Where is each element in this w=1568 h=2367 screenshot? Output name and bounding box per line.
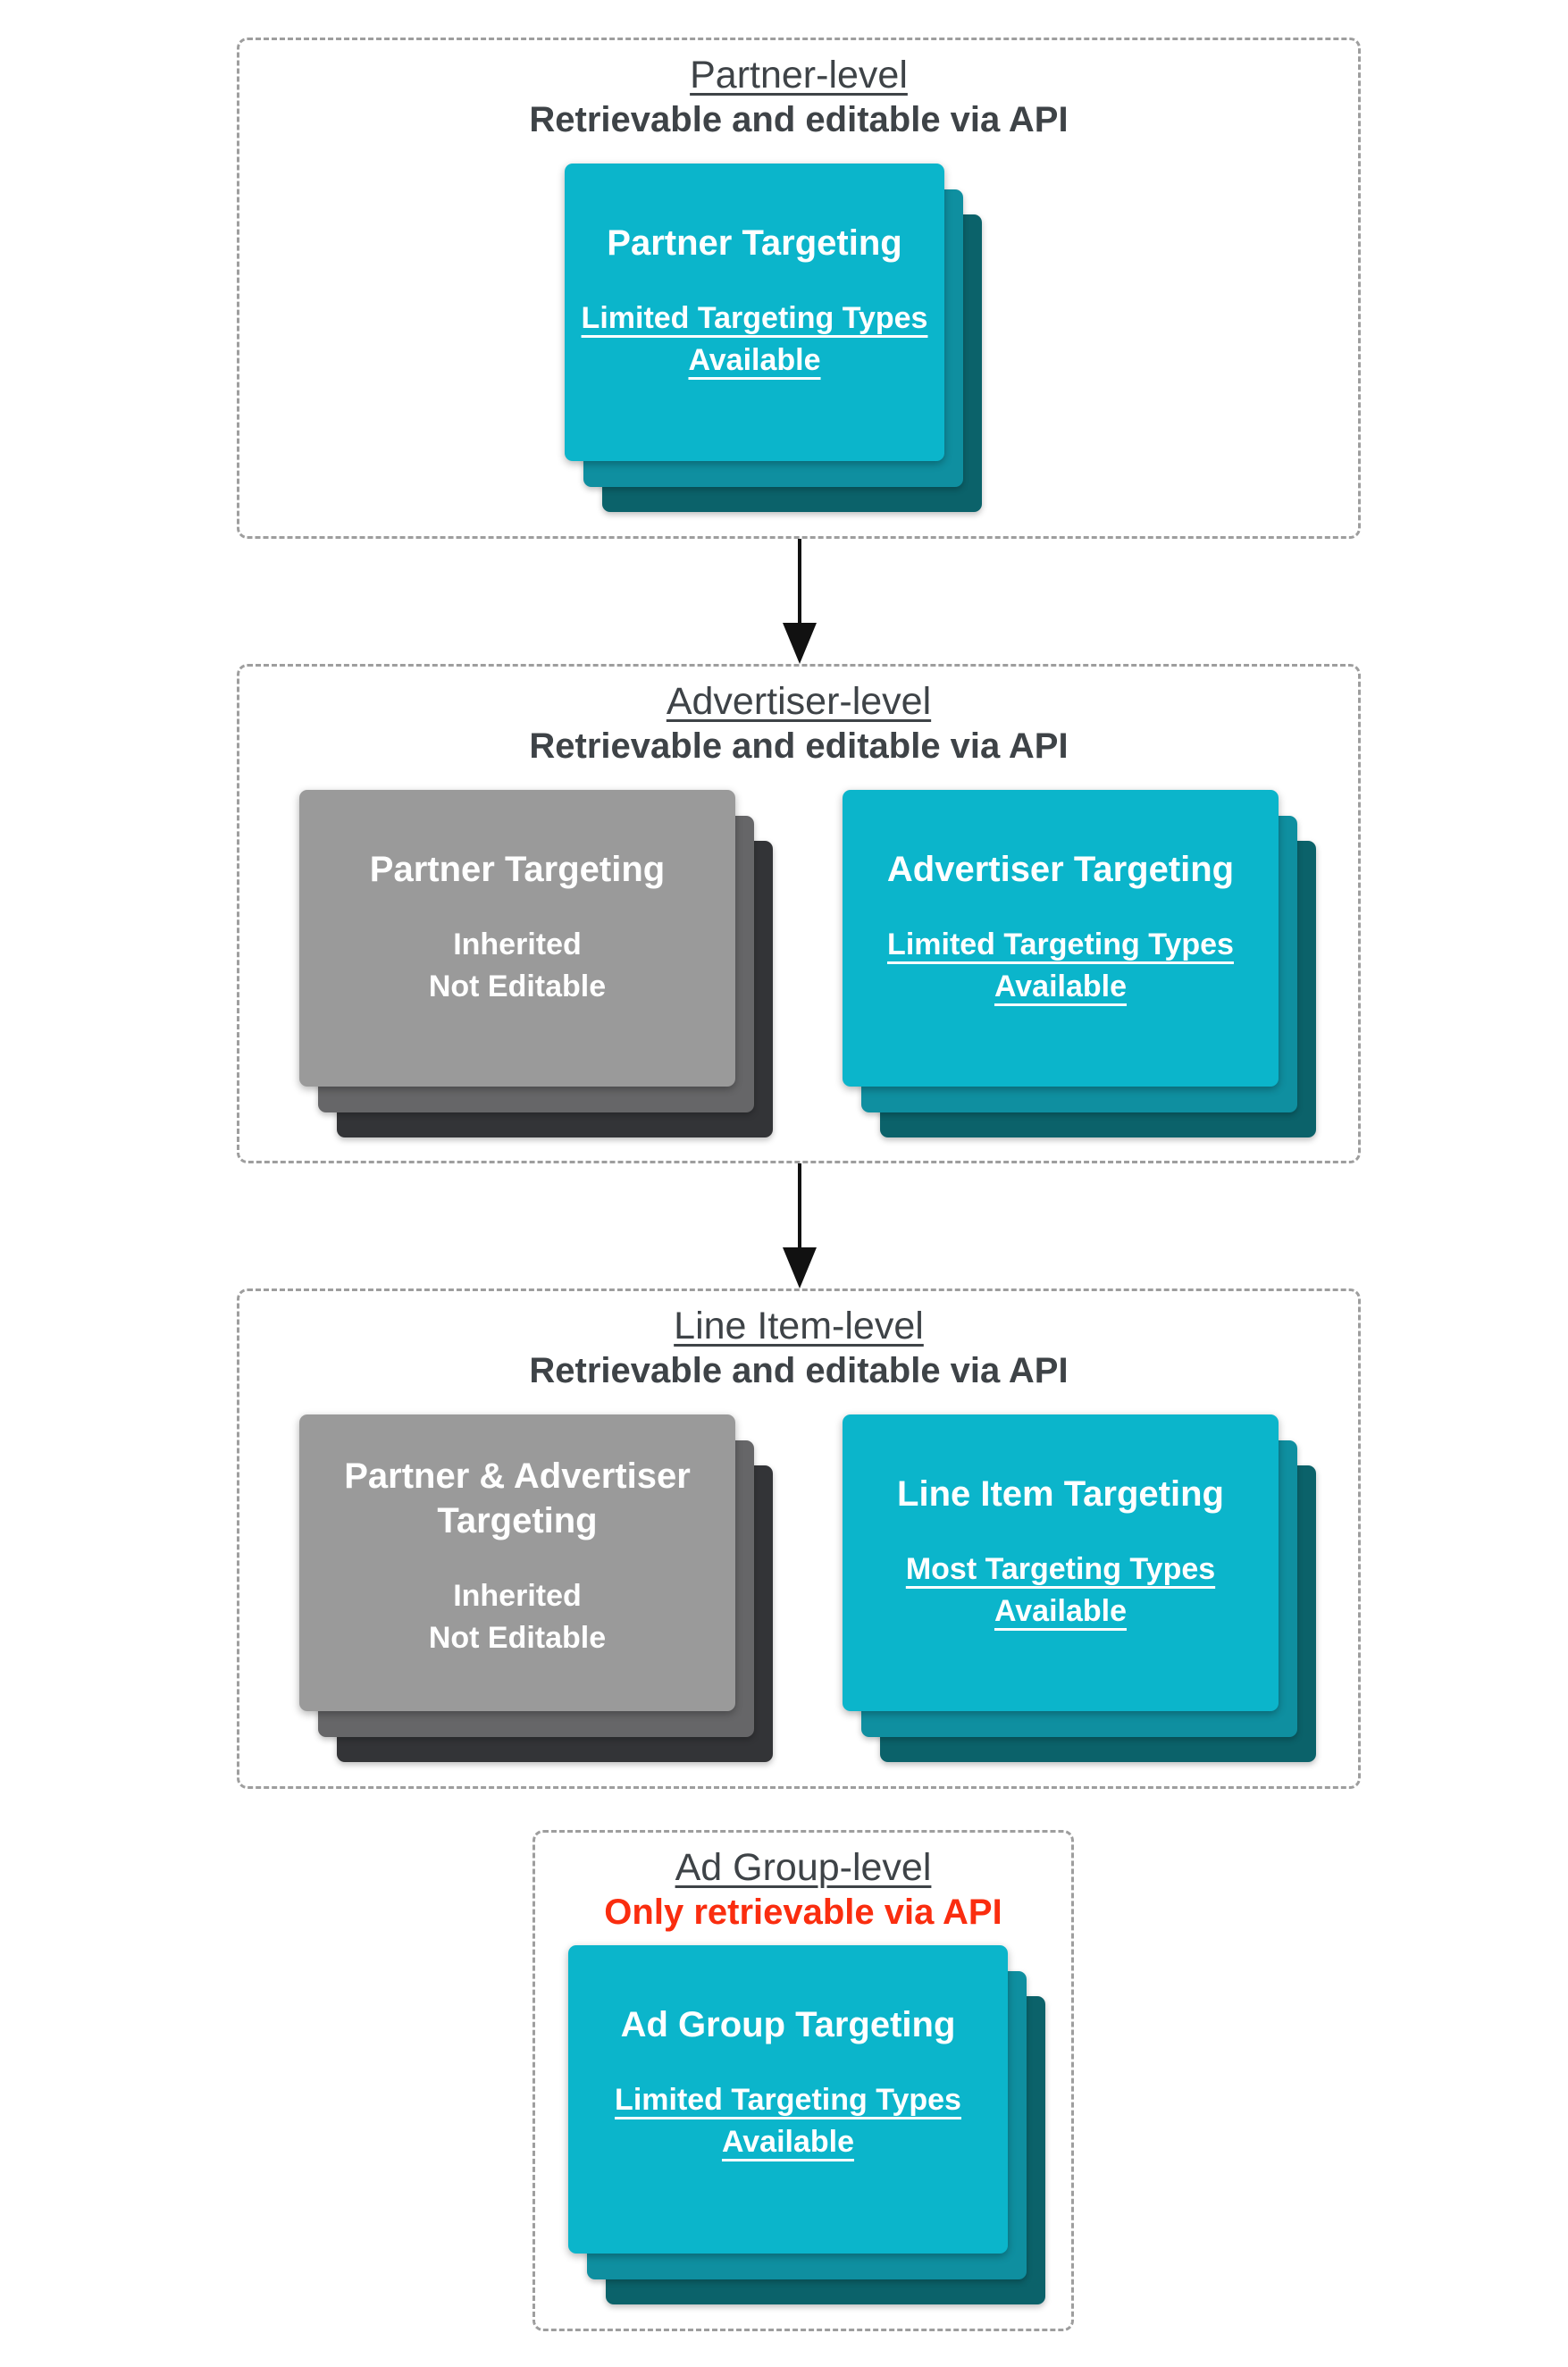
card-stack-partner-targeting: Partner Targeting Limited Targeting Type… [565,164,982,512]
targeting-card: Partner Targeting Limited Targeting Type… [565,164,944,461]
card-subtitle-line: Available [994,1594,1128,1628]
card-subtitle-line: Inherited [453,1579,582,1613]
card-stack-line-item-targeting: Line Item Targeting Most Targeting Types… [843,1414,1316,1762]
card-subtitle-line: Available [721,2125,855,2159]
card-subtitle-line: Limited Targeting Types [581,301,928,335]
card-subtitle-line: Limited Targeting Types [615,2083,961,2117]
card-stack-inherited-partner-targeting: Partner Targeting Inherited Not Editable [299,790,773,1137]
section-ad-group-level: Ad Group-level Only retrievable via API … [532,1830,1074,2331]
card-subtitle: Inherited Not Editable [299,924,735,1008]
card-subtitle-line: Most Targeting Types [905,1552,1216,1586]
card-title: Partner & Advertiser Targeting [344,1456,691,1540]
section-title: Advertiser-level [666,680,932,723]
card-title: Partner Targeting [607,223,902,263]
section-title: Partner-level [690,54,908,97]
card-subtitle-line: Available [688,343,821,377]
targeting-card: Line Item Targeting Most Targeting Types… [843,1414,1279,1711]
card-subtitle: Limited Targeting Types Available [843,924,1279,1008]
targeting-card: Ad Group Targeting Limited Targeting Typ… [568,1945,1008,2254]
section-subtitle: Only retrievable via API [604,1893,1002,1932]
card-subtitle: Most Targeting Types Available [843,1549,1279,1633]
arrow-shaft [798,1163,801,1249]
targeting-card: Advertiser Targeting Limited Targeting T… [843,790,1279,1087]
card-subtitle: Limited Targeting Types Available [568,2079,1008,2163]
section-subtitle: Retrievable and editable via API [529,1351,1069,1390]
arrow-head-icon [783,1247,817,1288]
targeting-card: Partner Targeting Inherited Not Editable [299,790,735,1087]
card-subtitle: Inherited Not Editable [299,1575,735,1659]
card-title: Advertiser Targeting [886,850,1235,889]
section-title: Line Item-level [674,1305,924,1347]
card-subtitle-line: Limited Targeting Types [887,927,1234,961]
section-subtitle: Retrievable and editable via API [529,726,1069,766]
flow-arrow-down [782,1163,818,1288]
flow-arrow-down [782,539,818,664]
card-stack-advertiser-targeting: Advertiser Targeting Limited Targeting T… [843,790,1316,1137]
section-advertiser-level: Advertiser-level Retrievable and editabl… [237,664,1361,1163]
card-title: Ad Group Targeting [620,2005,956,2044]
card-title: Line Item Targeting [897,1474,1224,1514]
card-subtitle-line: Not Editable [428,1621,607,1655]
arrow-head-icon [783,623,817,664]
card-title: Partner Targeting [369,850,666,889]
targeting-card: Partner & Advertiser Targeting Inherited… [299,1414,735,1711]
card-stack-inherited-partner-advertiser-targeting: Partner & Advertiser Targeting Inherited… [299,1414,773,1762]
section-title: Ad Group-level [675,1846,932,1889]
section-subtitle: Retrievable and editable via API [529,100,1069,139]
card-subtitle-line: Not Editable [428,969,607,1003]
card-subtitle-line: Inherited [453,927,582,961]
section-line-item-level: Line Item-level Retrievable and editable… [237,1288,1361,1789]
card-subtitle: Limited Targeting Types Available [565,298,944,382]
section-partner-level: Partner-level Retrievable and editable v… [237,38,1361,539]
card-stack-ad-group-targeting: Ad Group Targeting Limited Targeting Typ… [568,1945,1045,2304]
card-subtitle-line: Available [994,969,1128,1003]
arrow-shaft [798,539,801,625]
